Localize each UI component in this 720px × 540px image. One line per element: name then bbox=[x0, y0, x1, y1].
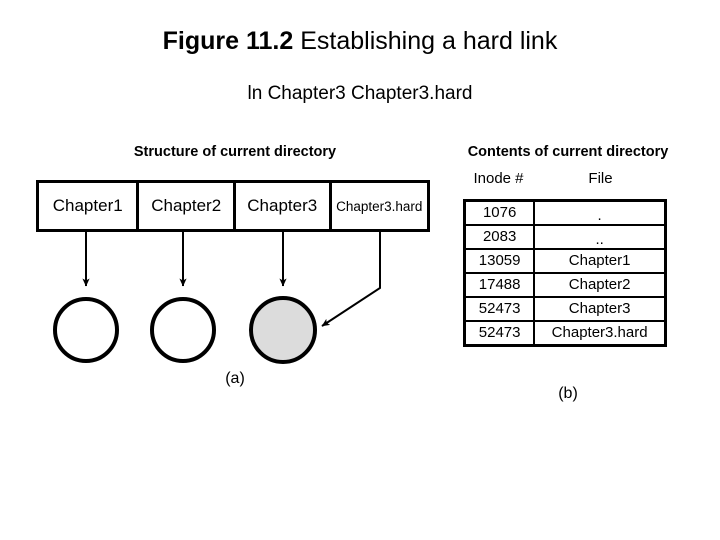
cell-inode: 13059 bbox=[463, 248, 536, 274]
dir-entry-chapter3-hard[interactable]: Chapter3.hard bbox=[328, 183, 427, 229]
cell-inode: 1076 bbox=[463, 199, 536, 226]
table-row[interactable]: 1076 . bbox=[463, 199, 667, 226]
panel-b-label: (b) bbox=[558, 385, 578, 402]
dir-entry-chapter3[interactable]: Chapter3 bbox=[232, 183, 329, 229]
table-row[interactable]: 17488 Chapter2 bbox=[463, 272, 667, 298]
link-line-chapter3-hard bbox=[321, 232, 381, 327]
figure-number: Figure 11.2 bbox=[162, 27, 294, 55]
table-row[interactable]: 13059 Chapter1 bbox=[463, 248, 667, 274]
cell-file: Chapter3.hard bbox=[533, 320, 667, 347]
cell-inode: 2083 bbox=[463, 224, 536, 250]
panel-a-directory-structure: Structure of current directory Chapter1 … bbox=[30, 140, 440, 400]
directory-structure-heading: Structure of current directory bbox=[133, 144, 337, 160]
column-header-file: File bbox=[588, 170, 613, 187]
cell-file: Chapter1 bbox=[533, 248, 667, 274]
page-title: Figure 11.2 Establishing a hard link bbox=[0, 26, 720, 56]
column-header-inode: Inode # bbox=[473, 170, 524, 187]
inode-circle-shared[interactable] bbox=[249, 296, 317, 364]
panel-b-directory-contents: Contents of current directory Inode # Fi… bbox=[452, 140, 684, 415]
cell-file: Chapter3 bbox=[533, 296, 667, 322]
inode-file-table: 1076 . 2083 .. 13059 Chapter1 17488 Chap… bbox=[463, 199, 667, 347]
cell-inode: 17488 bbox=[463, 272, 536, 298]
command-subtitle: ln Chapter3 Chapter3.hard bbox=[247, 83, 473, 104]
directory-contents-heading: Contents of current directory bbox=[467, 144, 669, 160]
table-row[interactable]: 52473 Chapter3.hard bbox=[463, 320, 667, 347]
cell-inode: 52473 bbox=[463, 320, 536, 347]
cell-file: Chapter2 bbox=[533, 272, 667, 298]
inode-circle-chapter1[interactable] bbox=[53, 297, 119, 363]
table-row[interactable]: 2083 .. bbox=[463, 224, 667, 250]
panel-a-label: (a) bbox=[225, 370, 245, 387]
dir-entry-chapter2[interactable]: Chapter2 bbox=[136, 183, 233, 229]
directory-entry-box: Chapter1 Chapter2 Chapter3 Chapter3.hard bbox=[36, 180, 430, 232]
inode-link-diagram bbox=[53, 232, 381, 364]
inode-circle-chapter2[interactable] bbox=[150, 297, 216, 363]
cell-file: . bbox=[533, 199, 667, 226]
table-column-headers: Inode # File bbox=[463, 170, 667, 187]
dir-entry-chapter1[interactable]: Chapter1 bbox=[52, 196, 123, 215]
figure-caption: Establishing a hard link bbox=[300, 27, 558, 55]
cell-inode: 52473 bbox=[463, 296, 536, 322]
table-row[interactable]: 52473 Chapter3 bbox=[463, 296, 667, 322]
cell-file: .. bbox=[533, 224, 667, 250]
